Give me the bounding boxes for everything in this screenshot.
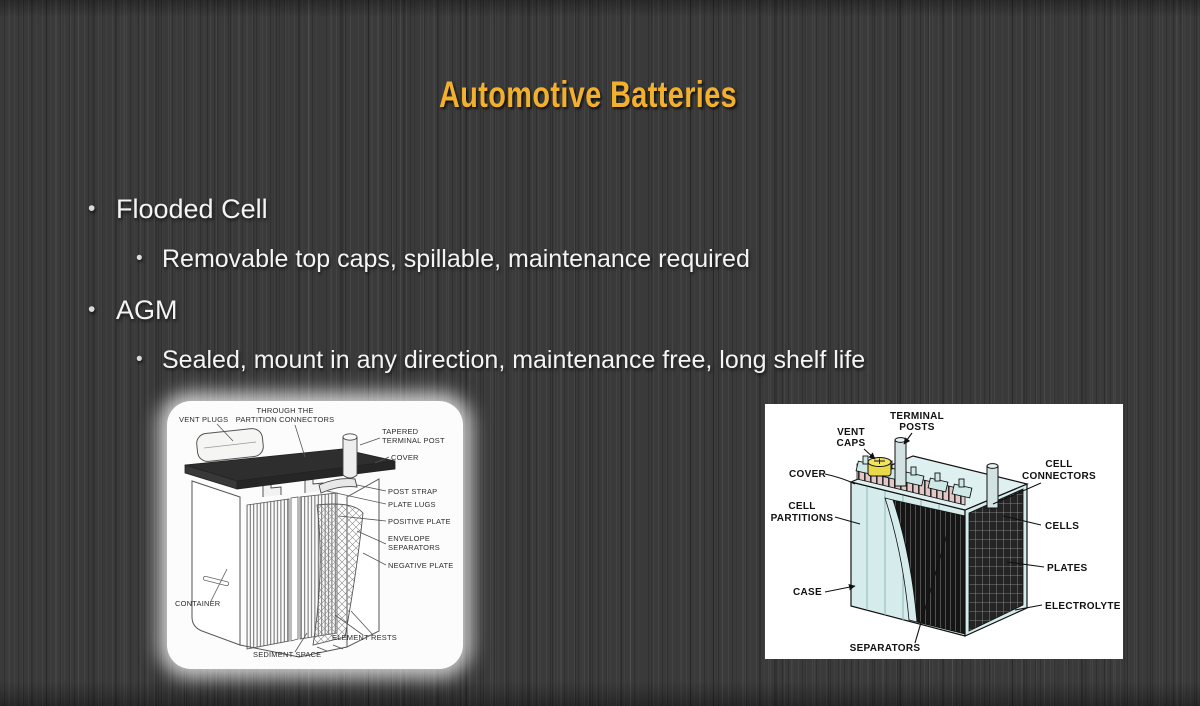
bullet-item-agm: • AGM (88, 295, 178, 326)
label-envelope: ENVELOPE (388, 534, 430, 543)
agm-leader-lines (824, 432, 1045, 644)
label-terminal: TERMINAL (890, 411, 944, 422)
flooded-cell-drawing (184, 428, 396, 658)
label-plates: PLATES (1047, 563, 1088, 574)
label-electrolyte: ELECTROLYTE (1045, 601, 1121, 612)
bullet-marker: • (88, 197, 96, 220)
bullet-text: Sealed, mount in any direction, maintena… (162, 346, 866, 374)
agm-battery-drawing (849, 437, 1029, 637)
label-tapered: TAPERED (382, 427, 419, 436)
label-posts: POSTS (899, 422, 934, 433)
bullet-text: Removable top caps, spillable, maintenan… (162, 245, 750, 273)
title-area: Automotive Batteries (0, 74, 1200, 116)
bullet-item-flooded-cell: • Flooded Cell (88, 194, 268, 225)
label-cell-partitions-1: CELL (788, 501, 815, 512)
label-cover: COVER (789, 469, 827, 480)
label-cells: CELLS (1045, 521, 1079, 532)
label-plate-lugs: PLATE LUGS (388, 500, 436, 509)
bullet-marker: • (136, 349, 143, 370)
label-negative-plate: NEGATIVE PLATE (388, 561, 453, 570)
label-terminal-post: TERMINAL POST (382, 436, 445, 445)
label-envelope-separators: SEPARATORS (388, 543, 440, 552)
label-case: CASE (793, 587, 822, 598)
label-post-strap: POST STRAP (388, 487, 437, 496)
label-vent: VENT (837, 427, 865, 438)
bullet-item-flooded-details: • Removable top caps, spillable, mainten… (136, 245, 750, 274)
label-separators: SEPARATORS (850, 643, 921, 654)
bullet-marker: • (136, 248, 143, 269)
flooded-cell-diagram: VENT PLUGS THROUGH THE PARTITION CONNECT… (175, 406, 453, 659)
bullet-item-agm-details: • Sealed, mount in any direction, mainte… (136, 346, 865, 375)
flooded-cell-leader-lines (210, 423, 390, 653)
label-cell-connectors-1: CELL (1045, 459, 1072, 470)
label-cell-partitions-2: PARTITIONS (771, 513, 834, 524)
flooded-cell-diagram-image: VENT PLUGS THROUGH THE PARTITION CONNECT… (167, 401, 463, 669)
bullet-text: AGM (116, 295, 178, 325)
label-container: CONTAINER (175, 599, 221, 608)
agm-battery-diagram-image: TERMINAL POSTS VENT CAPS COVER CELL PART… (765, 404, 1123, 659)
label-partition-connectors: PARTITION CONNECTORS (236, 415, 335, 424)
label-cell-connectors-2: CONNECTORS (1022, 471, 1096, 482)
bullet-marker: • (88, 298, 96, 321)
label-cover: COVER (391, 453, 419, 462)
agm-battery-diagram: TERMINAL POSTS VENT CAPS COVER CELL PART… (771, 411, 1121, 654)
label-positive-plate: POSITIVE PLATE (388, 517, 451, 526)
label-vent-plugs: VENT PLUGS (179, 415, 228, 424)
label-sediment-space: SEDIMENT SPACE (253, 650, 321, 659)
label-through-the: THROUGH THE (256, 406, 313, 415)
page-title: Automotive Batteries (438, 74, 738, 115)
label-element-rests: ELEMENT RESTS (332, 633, 397, 642)
bullet-text: Flooded Cell (116, 194, 268, 224)
label-caps: CAPS (837, 438, 866, 449)
